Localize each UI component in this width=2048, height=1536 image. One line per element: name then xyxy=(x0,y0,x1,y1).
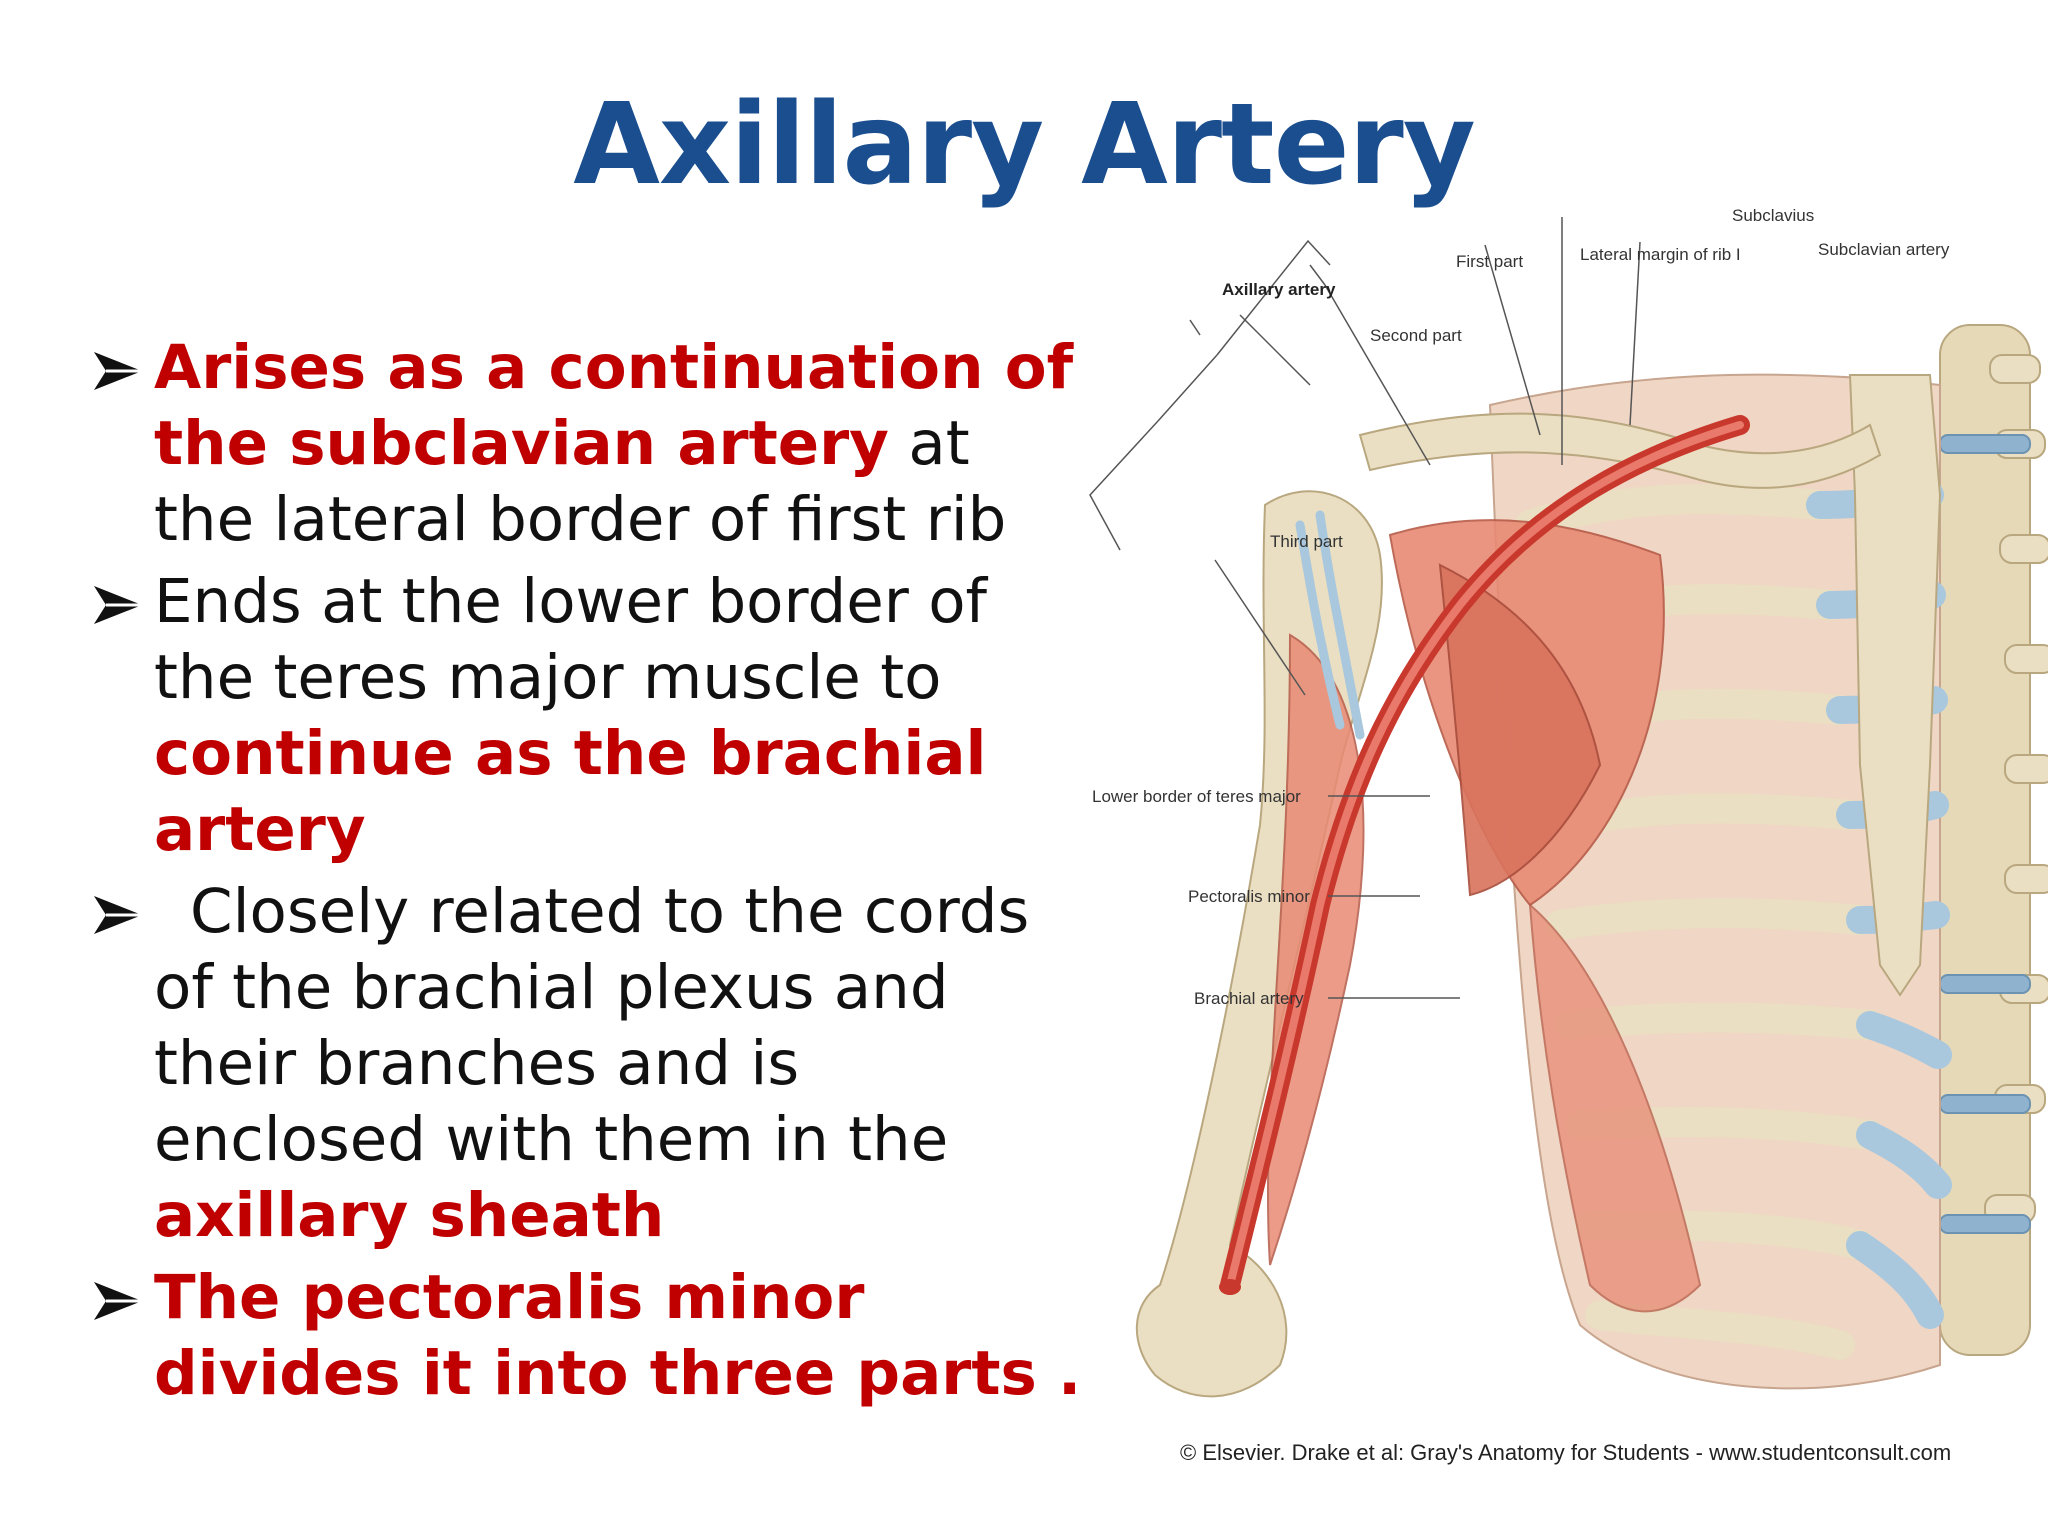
label-subclavius: Subclavius xyxy=(1732,206,1814,225)
label-third-part: Third part xyxy=(1270,532,1343,551)
bullet-termination-emphasis: continue as the brachial artery xyxy=(154,718,987,865)
bullet-origin-text: at the lateral border of first rib xyxy=(154,408,1007,555)
bullet-relations-text: Closely related to the cords of the brac… xyxy=(154,876,1030,1175)
chest-muscles xyxy=(1266,519,1702,1313)
anatomy-illustration: Subclavius Subclavian artery Lateral mar… xyxy=(1089,206,2048,1398)
bullet-relations-emphasis: axillary sheath xyxy=(154,1180,665,1251)
sternum xyxy=(1848,374,1942,997)
label-brachial-artery: Brachial artery xyxy=(1194,989,1304,1008)
slide-title: Axillary Artery xyxy=(573,80,1476,210)
bullet-termination: Ends at the lower border of the teres ma… xyxy=(92,564,1082,868)
label-pectoralis-minor: Pectoralis minor xyxy=(1188,887,1310,906)
label-subclavian-artery: Subclavian artery xyxy=(1818,240,1950,259)
label-lower-border-teres-major: Lower border of teres major xyxy=(1092,787,1301,806)
bullet-parts: The pectoralis minor divides it into thr… xyxy=(92,1260,1082,1412)
bullet-termination-text: Ends at the lower border of the teres ma… xyxy=(154,566,988,713)
arrow-bullet-icon xyxy=(94,352,142,390)
bullet-origin-emphasis: Arises as a continuation of the subclavi… xyxy=(154,332,1074,479)
arrow-bullet-icon xyxy=(94,896,142,934)
bullet-list: Arises as a continuation of the subclavi… xyxy=(92,330,1082,1418)
label-first-part: First part xyxy=(1456,252,1523,271)
bullet-relations: Closely related to the cords of the brac… xyxy=(92,874,1082,1254)
brachial-plexus xyxy=(1295,510,1365,740)
arrow-bullet-icon xyxy=(94,586,142,624)
bullet-origin: Arises as a continuation of the subclavi… xyxy=(92,330,1082,558)
label-axillary-artery: Axillary artery xyxy=(1222,280,1336,299)
label-second-part: Second part xyxy=(1370,326,1462,345)
arrow-bullet-icon xyxy=(94,1282,142,1320)
bullet-parts-emphasis: The pectoralis minor divides it into thr… xyxy=(154,1262,1082,1409)
vertebral-column xyxy=(1939,324,2048,1356)
figure-credit: © Elsevier. Drake et al: Gray's Anatomy … xyxy=(1180,1440,1952,1465)
label-lateral-margin-rib: Lateral margin of rib I xyxy=(1580,245,1741,264)
clavicle xyxy=(1358,412,1882,489)
